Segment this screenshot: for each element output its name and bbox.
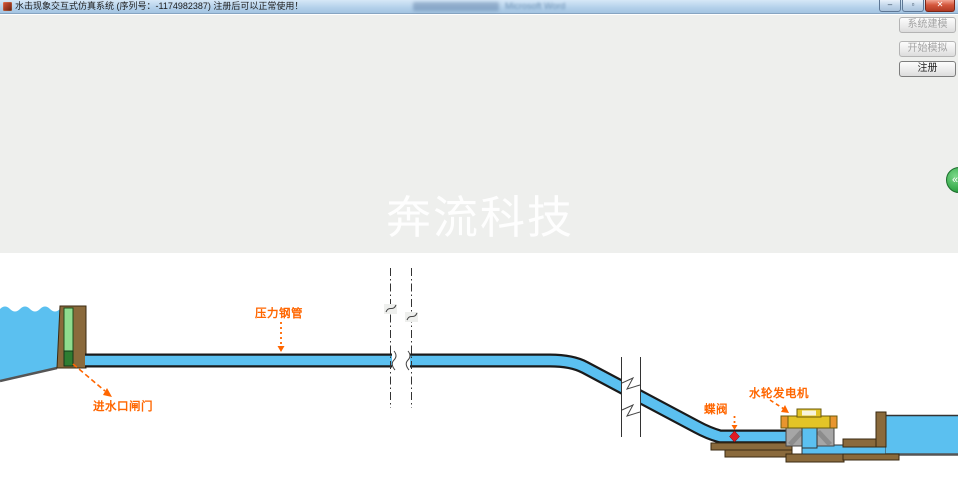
register-button[interactable]: 注册	[899, 61, 956, 77]
close-button[interactable]: ✕	[925, 0, 955, 12]
maximize-button[interactable]: ▫	[902, 0, 924, 12]
app-icon	[3, 2, 12, 11]
gate-leaf	[63, 350, 74, 367]
window-controls: – ▫ ✕	[878, 0, 955, 12]
titlebar[interactable]: 水击现象交互式仿真系统 (序列号：-1174982387) 注册后可以正常使用！…	[0, 0, 958, 14]
tailrace-ledge	[842, 438, 878, 448]
draft-tube-floor	[785, 453, 845, 463]
powerhouse-structure	[710, 411, 958, 463]
pipe-break-symbol-2	[621, 357, 641, 437]
workspace-gray-area	[0, 15, 958, 253]
watermark-text: 奔流科技	[386, 192, 575, 243]
penstock-pipe	[85, 353, 806, 444]
window-title: 水击现象交互式仿真系统 (序列号：-1174982387) 注册后可以正常使用！	[15, 1, 304, 11]
label-intake-gate: 进水口闸门	[93, 399, 153, 413]
start-simulation-button[interactable]: 开始模拟	[899, 41, 956, 57]
butterfly-valve-marker	[729, 430, 740, 443]
ghost-overlay-text: Microsoft Word	[505, 1, 566, 11]
reservoir-water	[0, 306, 60, 383]
system-modeling-button[interactable]: 系统建模	[899, 17, 956, 33]
ghost-overlay	[413, 2, 499, 11]
label-penstock: 压力钢管	[255, 306, 303, 320]
generator-body	[780, 415, 838, 429]
tailrace-wall	[875, 411, 887, 448]
turbine-generator-unit	[780, 408, 838, 449]
label-butterfly-valve: 蝶阀	[704, 402, 728, 416]
intake-dam	[56, 305, 87, 369]
diagram-labels: 进水口闸门 压力钢管 蝶阀 水轮发电机	[72, 306, 809, 430]
pipe-break-symbol-1	[384, 268, 418, 408]
minimize-button[interactable]: –	[879, 0, 901, 12]
label-turbine-generator: 水轮发电机	[749, 386, 809, 400]
tailrace-sill	[842, 453, 900, 461]
turbine-water-passage	[801, 425, 818, 449]
tailwater	[886, 415, 958, 454]
